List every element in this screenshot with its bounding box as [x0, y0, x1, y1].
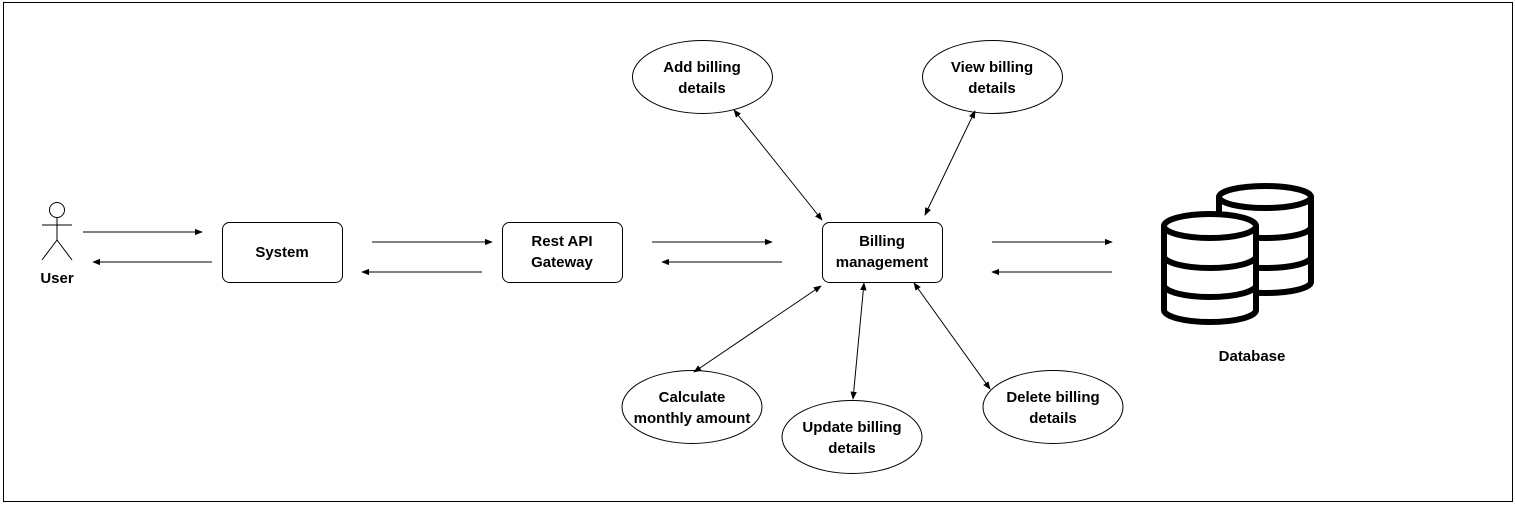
- add-billing-ellipse[interactable]: [632, 40, 773, 114]
- delete-billing-ellipse[interactable]: [982, 370, 1124, 444]
- calculate-label: Calculate monthly amount: [633, 388, 751, 427]
- view-billing-ellipse[interactable]: [922, 40, 1063, 114]
- user-label: User: [40, 270, 74, 287]
- database-icon: [1161, 183, 1314, 325]
- system-box[interactable]: [222, 222, 343, 283]
- view-billing-label: View billing details: [950, 58, 1034, 97]
- delete-billing-label: Delete billing details: [1006, 388, 1100, 427]
- add-billing-label: Add billing details: [663, 58, 741, 97]
- database-label: Database: [1218, 348, 1286, 365]
- user-actor-icon: [41, 202, 73, 261]
- link-billing-view: [924, 110, 976, 216]
- link-billing-add: [733, 109, 823, 221]
- gateway-label: Rest API Gateway: [531, 233, 593, 271]
- update-billing-ellipse[interactable]: [781, 400, 923, 474]
- billing-label: Billing management: [835, 233, 929, 271]
- billing-box[interactable]: [822, 222, 943, 283]
- gateway-box[interactable]: [502, 222, 623, 283]
- calculate-ellipse[interactable]: [621, 370, 763, 444]
- link-billing-calculate: [693, 285, 822, 373]
- link-billing-update: [850, 282, 867, 400]
- link-billing-delete: [913, 282, 991, 390]
- system-label: System: [255, 243, 309, 261]
- update-billing-label: Update billing details: [802, 418, 902, 457]
